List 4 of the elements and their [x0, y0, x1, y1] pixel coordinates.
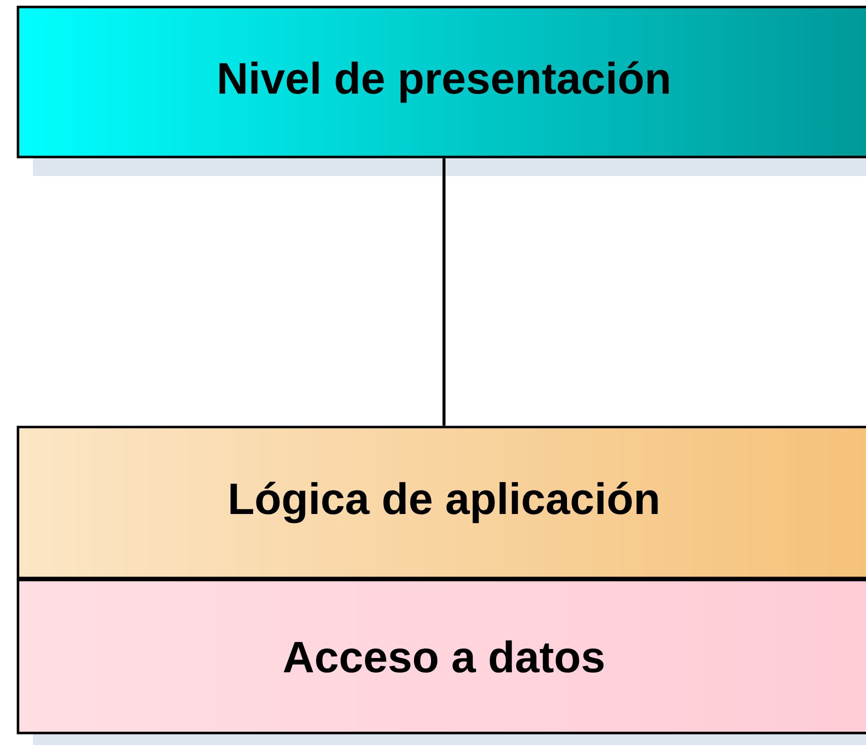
layer-box: Lógica de aplicación — [16, 426, 866, 580]
layer-box: Nivel de presentación — [16, 6, 866, 158]
connector-line — [442, 158, 446, 426]
layer-box: Acceso a datos — [16, 578, 866, 734]
